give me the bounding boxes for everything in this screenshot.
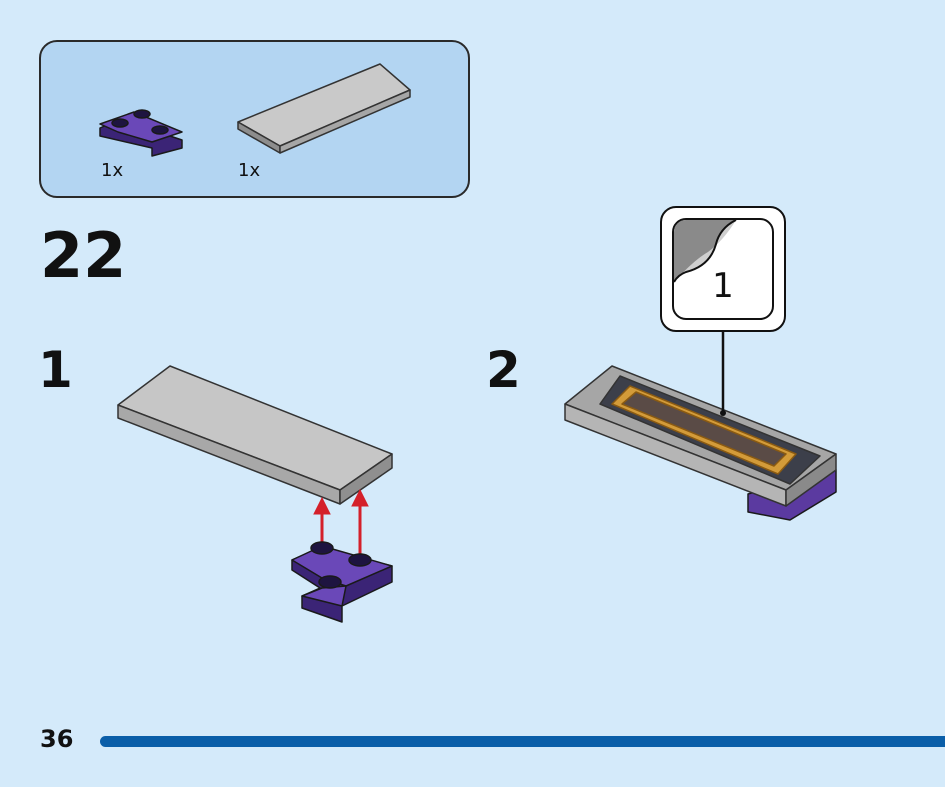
page-progress-bar [100,736,945,747]
sticker-icon: 1 [672,218,774,320]
part-purple-corner-plate [99,109,183,157]
sticker-callout: 1 [660,206,786,332]
part-qty-plate: 1x [101,160,124,181]
peel-corner-icon [674,220,737,283]
page-number: 36 [40,725,74,753]
part-qty-tile: 1x [238,160,261,181]
step1-gray-tile [117,365,393,505]
step1-purple-plate [291,541,393,623]
substep-number-2: 2 [486,341,521,399]
step-number: 22 [40,219,127,292]
step1-arrows [313,488,369,560]
part-gray-tile [237,63,411,154]
substep-number-1: 1 [38,341,73,399]
sticker-number: 1 [712,266,734,306]
step2-tile-with-sticker [564,365,837,507]
